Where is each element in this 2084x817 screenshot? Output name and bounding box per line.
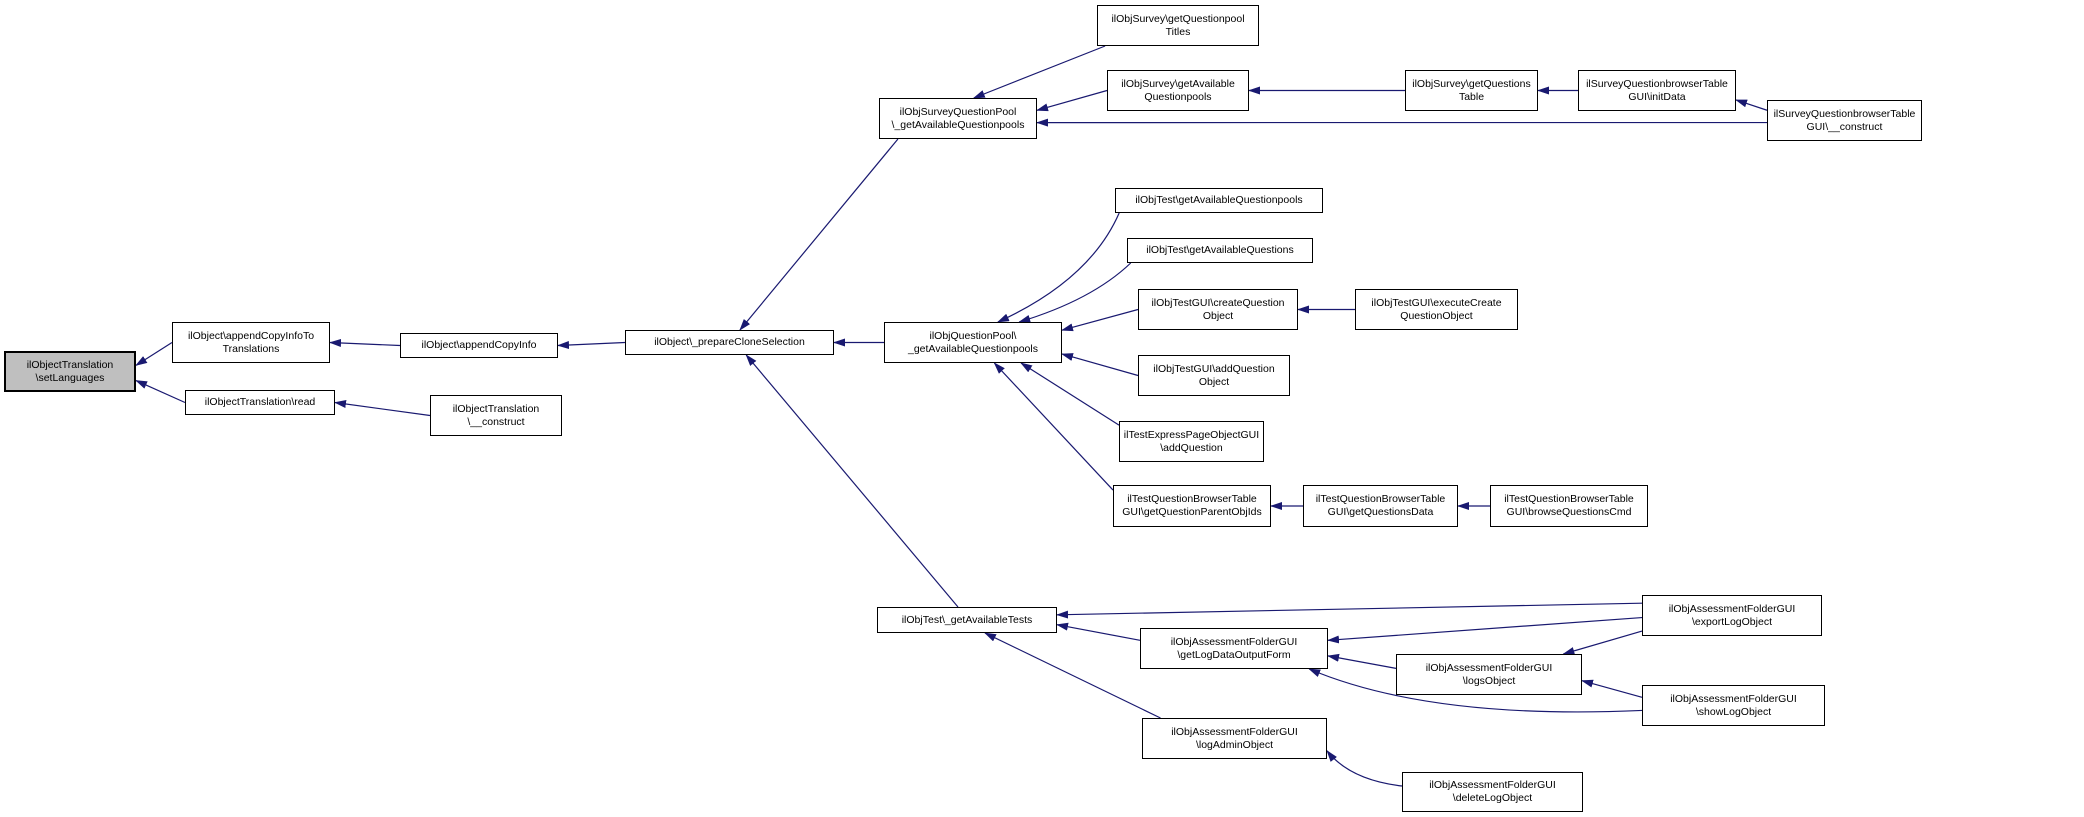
graph-node-initData[interactable]: ilSurveyQuestionbrowserTable GUI\initDat… — [1578, 70, 1736, 111]
graph-node-getQuestionpoolTitles[interactable]: ilObjSurvey\getQuestionpool Titles — [1097, 5, 1259, 46]
graph-node-exportLogObject[interactable]: ilObjAssessmentFolderGUI \exportLogObjec… — [1642, 595, 1822, 636]
call-edge-getQuestionpoolTitles-to-surveyPoolGetAvailableQuestionpools — [972, 45, 1106, 99]
graph-node-testGetAvailableQuestionpools[interactable]: ilObjTest\getAvailableQuestionpools — [1115, 188, 1323, 213]
call-edge-testGetAvailableQuestionpools-to-questionPoolGetAvailableQuestionpools — [997, 212, 1120, 323]
call-edge-appendCopyInfo-to-appendCopyInfoToTranslations — [329, 338, 401, 347]
graph-node-testGetAvailableQuestions[interactable]: ilObjTest\getAvailableQuestions — [1127, 238, 1313, 263]
graph-node-surveyBrowserConstruct[interactable]: ilSurveyQuestionbrowserTable GUI\__const… — [1767, 100, 1922, 141]
call-edge-logAdminObject-to-getAvailableTests — [984, 632, 1161, 719]
graph-node-appendCopyInfo[interactable]: ilObject\appendCopyInfo — [400, 333, 558, 358]
graph-node-questionPoolGetAvailableQuestionpools[interactable]: ilObjQuestionPool\ _getAvailableQuestion… — [884, 322, 1062, 363]
graph-node-logsObject[interactable]: ilObjAssessmentFolderGUI \logsObject — [1396, 654, 1582, 695]
call-edge-getLogDataOutputForm-to-getAvailableTests — [1056, 622, 1141, 641]
graph-node-getAvailableTests[interactable]: ilObjTest\_getAvailableTests — [877, 607, 1057, 633]
call-edge-logsObject-to-getLogDataOutputForm — [1327, 653, 1397, 669]
call-edge-prepareCloneSelection-to-appendCopyInfo — [557, 341, 626, 350]
graph-node-translationConstruct[interactable]: ilObjectTranslation \__construct — [430, 395, 562, 436]
call-edge-surveyGetAvailableQuestionpools-to-surveyPoolGetAvailableQuestionpools — [1036, 89, 1108, 112]
graph-node-expressAddQuestion[interactable]: ilTestExpressPageObjectGUI \addQuestion — [1119, 421, 1264, 462]
call-edge-expressAddQuestion-to-questionPoolGetAvailableQuestionpools — [1020, 362, 1120, 426]
graph-node-getQuestionParentObjIds[interactable]: ilTestQuestionBrowserTable GUI\getQuesti… — [1113, 485, 1271, 527]
graph-node-executeCreateQuestionObject[interactable]: ilObjTestGUI\executeCreate QuestionObjec… — [1355, 289, 1518, 330]
call-edge-surveyBrowserConstruct-to-initData — [1735, 99, 1768, 111]
graph-node-setLanguages: ilObjectTranslation \setLanguages — [4, 351, 136, 392]
graph-node-getLogDataOutputForm[interactable]: ilObjAssessmentFolderGUI \getLogDataOutp… — [1140, 628, 1328, 669]
call-edge-exportLogObject-to-getAvailableTests — [1056, 602, 1643, 619]
graph-node-createQuestionObject[interactable]: ilObjTestGUI\createQuestion Object — [1138, 289, 1298, 330]
call-edge-exportLogObject-to-logsObject — [1562, 630, 1643, 655]
call-edge-deleteLogObject-to-logAdminObject — [1326, 750, 1403, 787]
graph-node-read[interactable]: ilObjectTranslation\read — [185, 390, 335, 415]
call-edge-showLogObject-to-logsObject — [1581, 679, 1643, 698]
call-edge-addQuestionObject-to-questionPoolGetAvailableQuestionpools — [1061, 353, 1139, 377]
call-edge-read-to-setLanguages — [135, 379, 186, 404]
graph-node-deleteLogObject[interactable]: ilObjAssessmentFolderGUI \deleteLogObjec… — [1402, 772, 1583, 812]
graph-node-getQuestionsTable[interactable]: ilObjSurvey\getQuestions Table — [1405, 70, 1538, 111]
call-edge-createQuestionObject-to-questionPoolGetAvailableQuestionpools — [1061, 308, 1139, 332]
call-edge-translationConstruct-to-read — [334, 400, 431, 417]
graph-node-surveyPoolGetAvailableQuestionpools[interactable]: ilObjSurveyQuestionPool \_getAvailableQu… — [879, 98, 1037, 139]
call-edge-testGetAvailableQuestions-to-questionPoolGetAvailableQuestionpools — [1018, 262, 1132, 323]
graph-node-getQuestionsData[interactable]: ilTestQuestionBrowserTable GUI\getQuesti… — [1303, 485, 1458, 527]
graph-node-surveyGetAvailableQuestionpools[interactable]: ilObjSurvey\getAvailable Questionpools — [1107, 70, 1249, 111]
call-edge-getAvailableTests-to-prepareCloneSelection — [745, 354, 959, 608]
graph-node-prepareCloneSelection[interactable]: ilObject\_prepareCloneSelection — [625, 330, 834, 355]
graph-node-logAdminObject[interactable]: ilObjAssessmentFolderGUI \logAdminObject — [1142, 718, 1327, 759]
graph-node-browseQuestionsCmd[interactable]: ilTestQuestionBrowserTable GUI\browseQue… — [1490, 485, 1648, 527]
graph-node-addQuestionObject[interactable]: ilObjTestGUI\addQuestion Object — [1138, 355, 1290, 396]
graph-node-appendCopyInfoToTranslations[interactable]: ilObject\appendCopyInfoTo Translations — [172, 322, 330, 363]
call-edge-surveyPoolGetAvailableQuestionpools-to-prepareCloneSelection — [739, 138, 899, 331]
call-edge-exportLogObject-to-getLogDataOutputForm — [1327, 616, 1643, 644]
call-edge-appendCopyInfoToTranslations-to-setLanguages — [135, 341, 173, 366]
graph-node-showLogObject[interactable]: ilObjAssessmentFolderGUI \showLogObject — [1642, 685, 1825, 726]
call-edge-getQuestionParentObjIds-to-questionPoolGetAvailableQuestionpools — [993, 362, 1114, 491]
